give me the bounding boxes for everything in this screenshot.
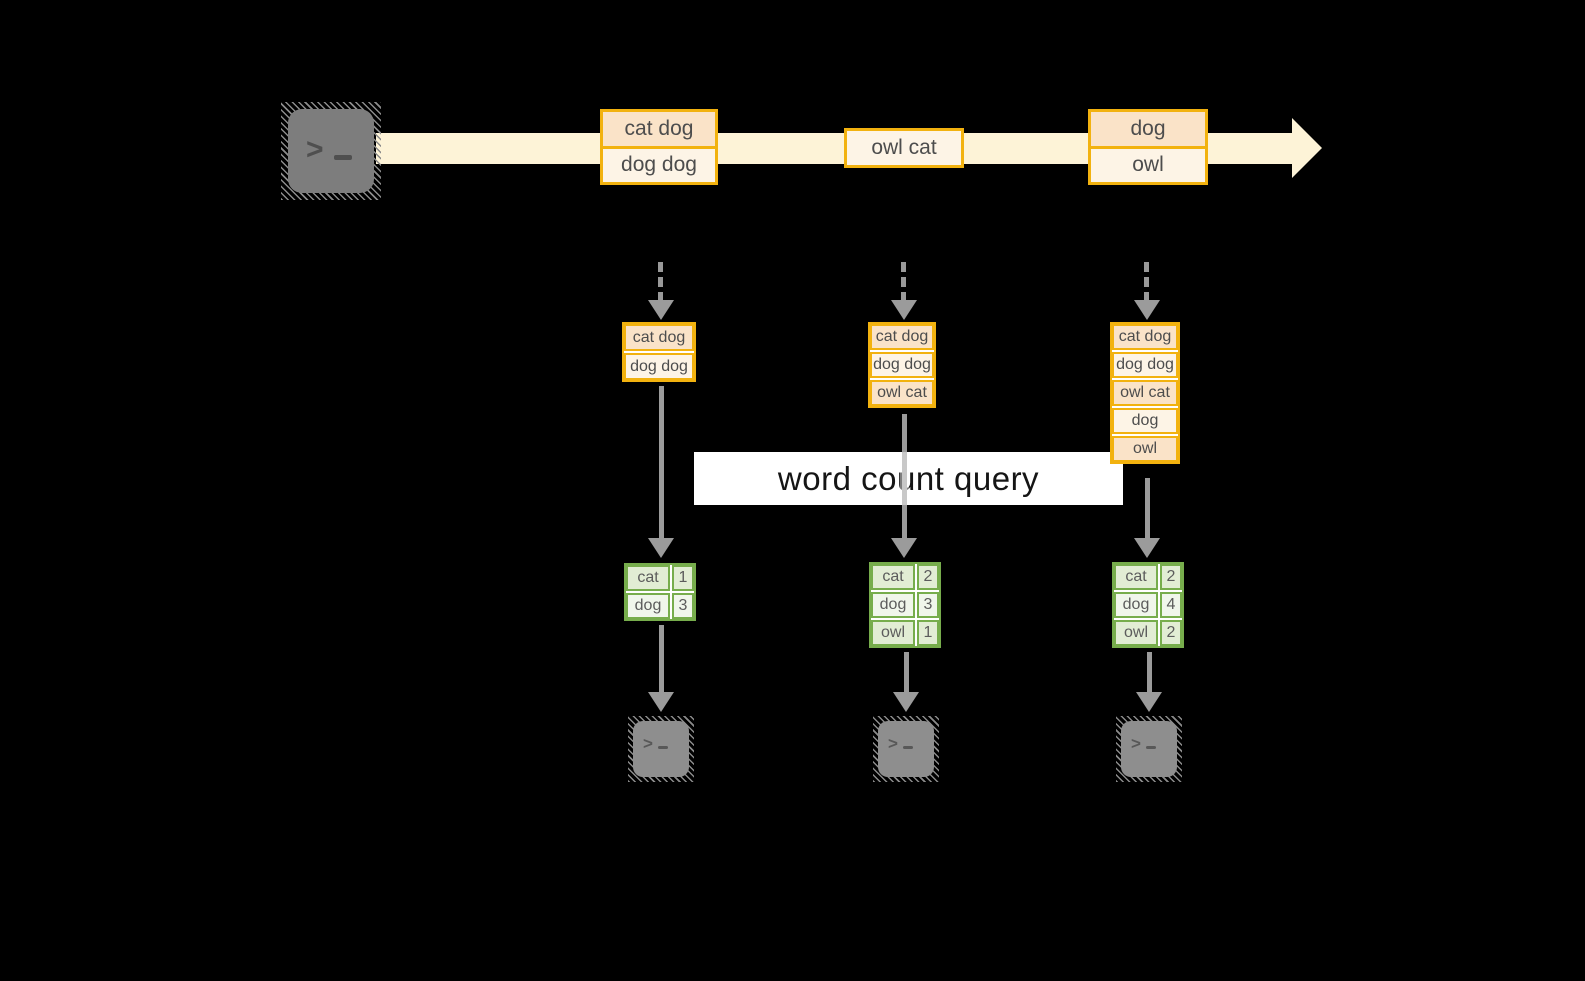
count-word-cell: dog [871, 592, 915, 618]
band-overlap [900, 452, 909, 505]
query-label: word count query [777, 459, 1040, 497]
buffer-cell: dog dog [870, 352, 934, 378]
arrowhead-icon [1134, 300, 1160, 320]
arrowhead-icon [893, 692, 919, 712]
buffer-stack-2: cat dog dog dog owl cat [868, 322, 936, 408]
terminal-prompt-icon: > [1131, 735, 1156, 752]
event-box-3: dog owl [1088, 109, 1208, 185]
count-table-3: cat 2 dog 4 owl 2 [1112, 562, 1184, 648]
arrowhead-icon [891, 300, 917, 320]
event-box-1: cat dog dog dog [600, 109, 718, 185]
count-word-cell: dog [1114, 592, 1158, 618]
terminal-prompt-icon: > [306, 135, 352, 165]
terminal-screen: > [878, 721, 934, 777]
count-value-cell: 1 [672, 565, 694, 591]
buffer-cell: dog dog [1112, 352, 1178, 378]
terminal-sink-icon: > [628, 716, 694, 782]
count-word-cell: owl [871, 620, 915, 646]
terminal-sink-icon: > [873, 716, 939, 782]
arrow-down [659, 386, 664, 540]
arrowhead-icon [648, 538, 674, 558]
count-word-cell: cat [626, 565, 670, 591]
buffer-cell: cat dog [624, 324, 694, 351]
terminal-prompt-icon: > [888, 735, 913, 752]
buffer-cell: owl cat [870, 380, 934, 406]
count-word-cell: dog [626, 593, 670, 619]
event-cell: dog [1091, 112, 1205, 146]
count-value-cell: 1 [917, 620, 939, 646]
terminal-screen: > [288, 109, 374, 193]
count-table-1: cat 1 dog 3 [624, 563, 696, 621]
count-value-cell: 3 [917, 592, 939, 618]
buffer-cell: cat dog [1112, 324, 1178, 350]
arrowhead-icon [1134, 538, 1160, 558]
count-word-cell: owl [1114, 620, 1158, 646]
stream-arrowhead-icon [1292, 118, 1322, 178]
count-value-cell: 2 [1160, 564, 1182, 590]
arrow-down [659, 625, 664, 693]
arrow-down [902, 414, 907, 540]
count-value-cell: 3 [672, 593, 694, 619]
event-cell: cat dog [603, 112, 715, 146]
buffer-cell: dog [1112, 408, 1178, 434]
count-value-cell: 2 [1160, 620, 1182, 646]
buffer-stack-1: cat dog dog dog [622, 322, 696, 382]
arrowhead-icon [648, 300, 674, 320]
count-value-cell: 4 [1160, 592, 1182, 618]
dashed-arrow-down-icon [658, 262, 663, 302]
dashed-arrow-down-icon [1144, 262, 1149, 302]
arrowhead-icon [648, 692, 674, 712]
terminal-screen: > [1121, 721, 1177, 777]
arrowhead-icon [1136, 692, 1162, 712]
arrow-down [904, 652, 909, 693]
event-cell: dog dog [603, 148, 715, 182]
terminal-prompt-icon: > [643, 735, 668, 752]
arrowhead-icon [891, 538, 917, 558]
count-word-cell: cat [1114, 564, 1158, 590]
arrow-down [1145, 478, 1150, 540]
buffer-stack-3: cat dog dog dog owl cat dog owl [1110, 322, 1180, 464]
count-table-2: cat 2 dog 3 owl 1 [869, 562, 941, 648]
event-box-2: owl cat [844, 128, 964, 168]
terminal-sink-icon: > [1116, 716, 1182, 782]
dashed-arrow-down-icon [901, 262, 906, 302]
buffer-cell: owl [1112, 436, 1178, 462]
count-value-cell: 2 [917, 564, 939, 590]
count-word-cell: cat [871, 564, 915, 590]
query-band: word count query [694, 452, 1123, 505]
buffer-cell: dog dog [624, 353, 694, 380]
event-cell: owl [1091, 148, 1205, 182]
event-cell: owl cat [847, 131, 961, 165]
buffer-cell: owl cat [1112, 380, 1178, 406]
buffer-cell: cat dog [870, 324, 934, 350]
terminal-screen: > [633, 721, 689, 777]
arrow-down [1147, 652, 1152, 693]
terminal-source-icon: > [281, 102, 381, 200]
